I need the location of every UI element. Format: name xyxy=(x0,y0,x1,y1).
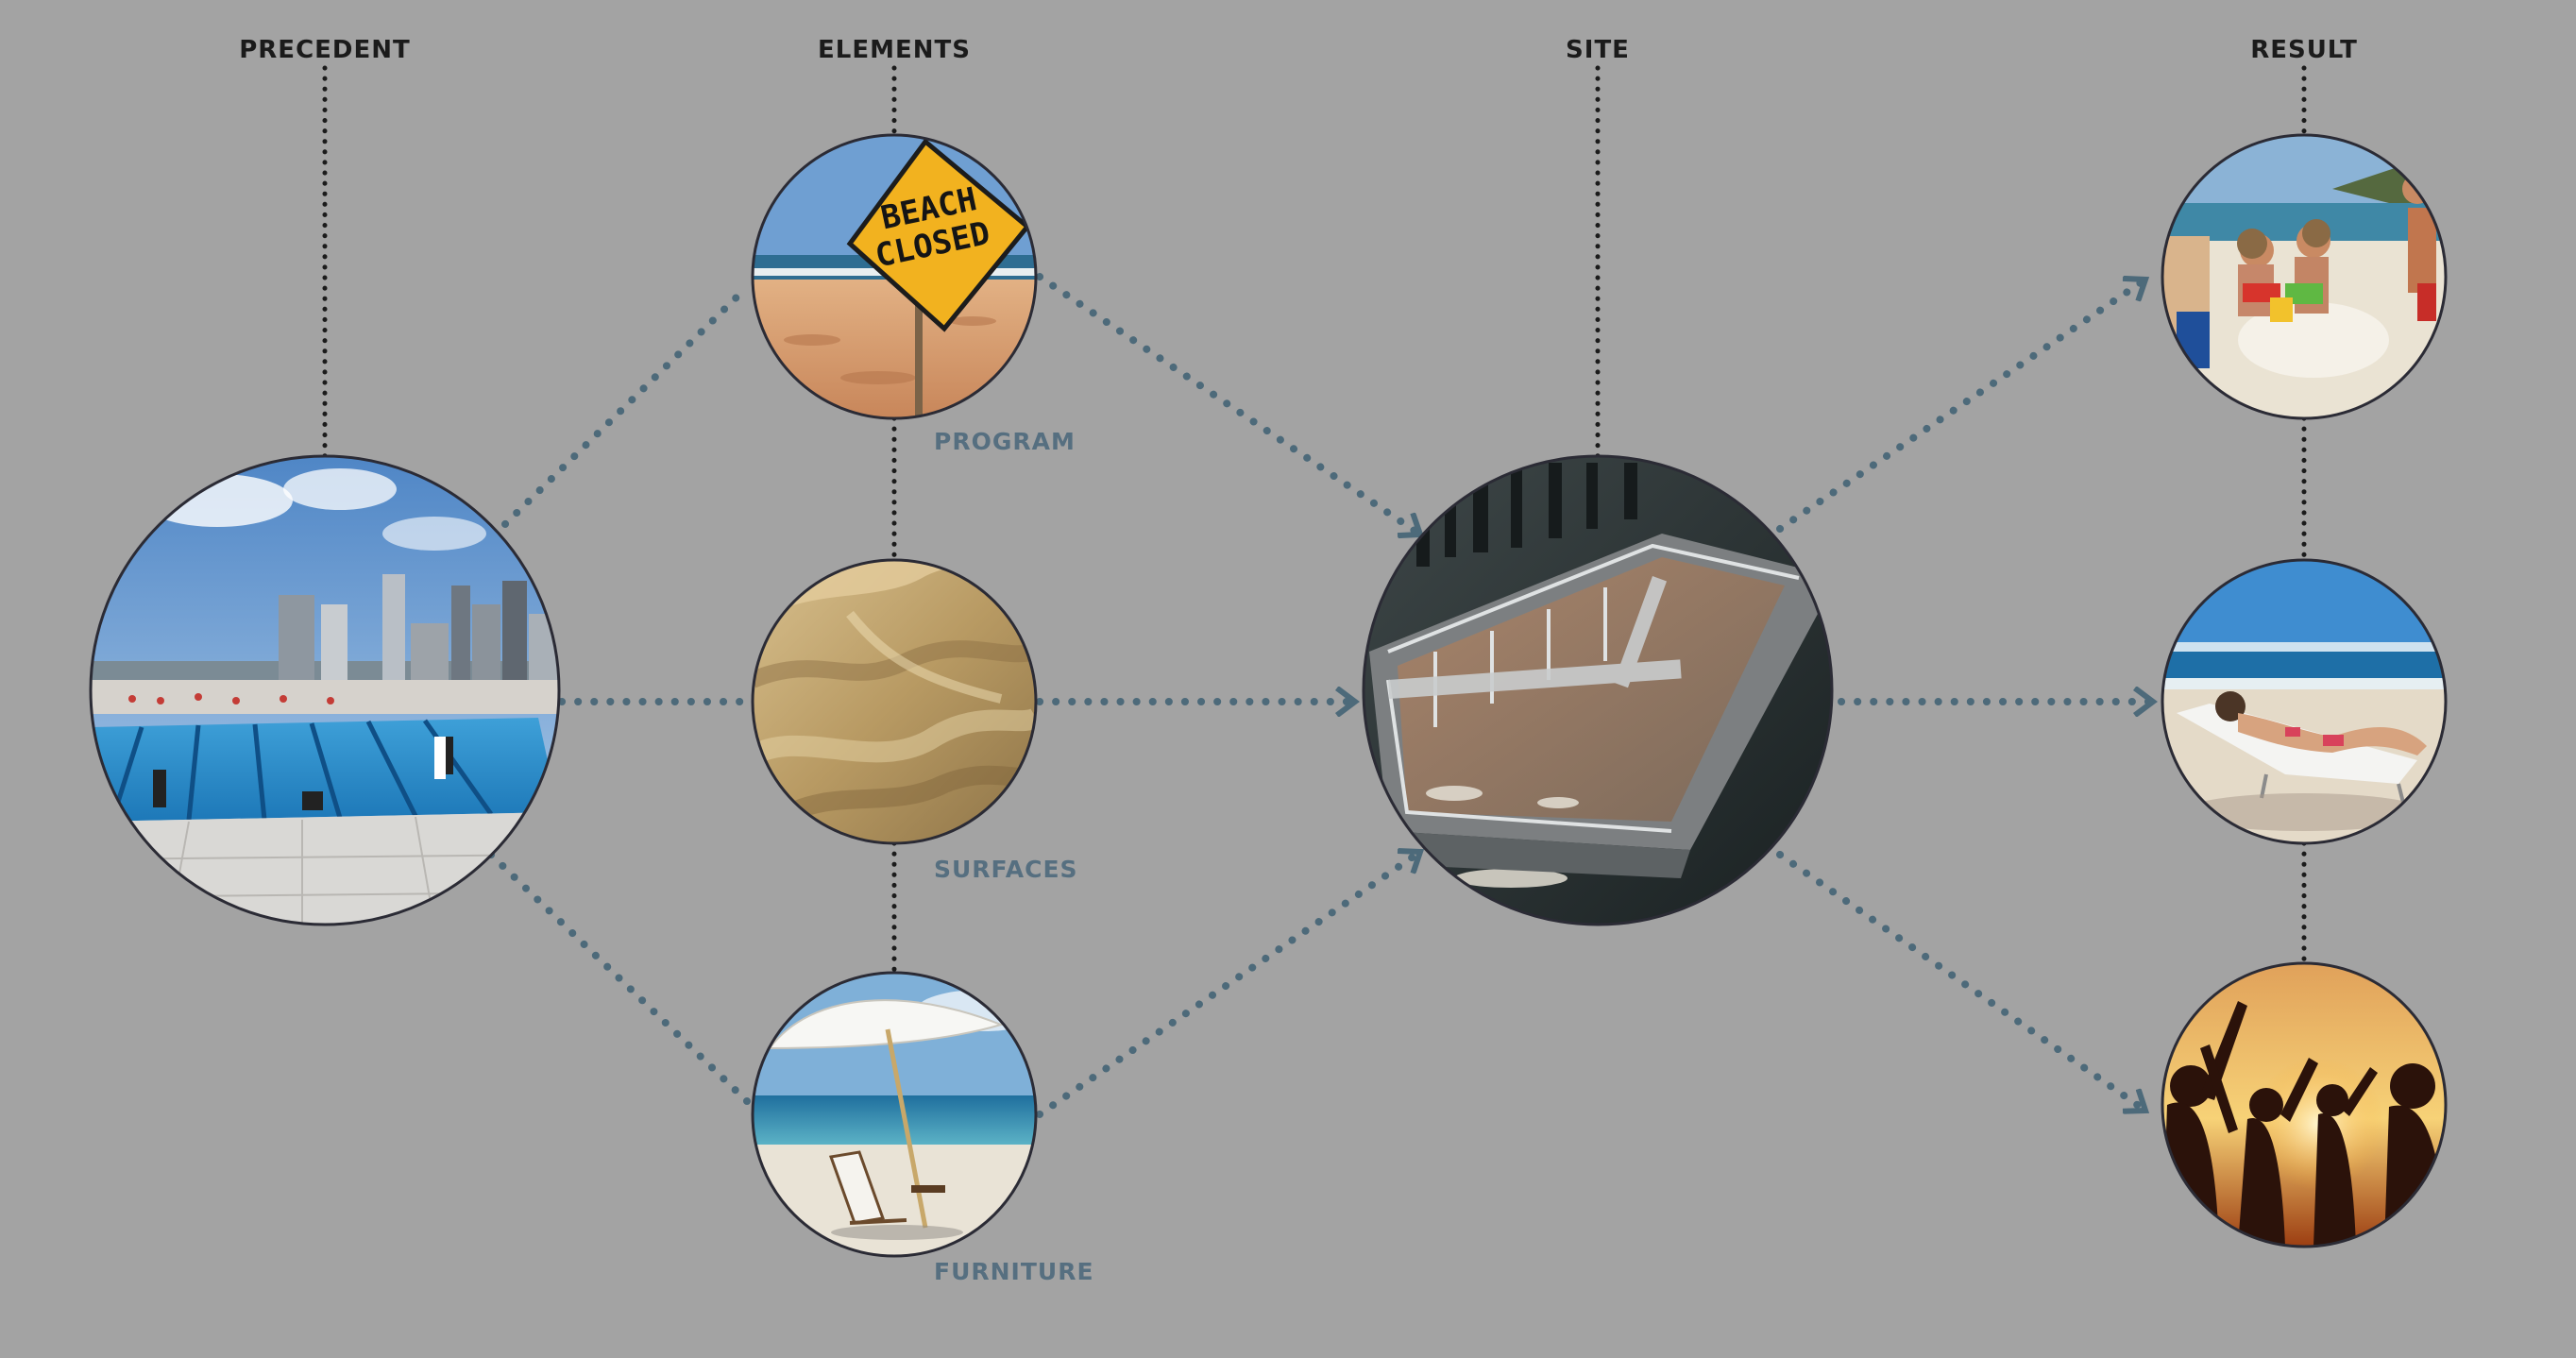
column-title-precedent: PRECEDENT xyxy=(239,36,411,64)
surfaces-circle-border xyxy=(751,558,1038,845)
result-image-children-sandcastle xyxy=(2162,135,2446,418)
flow-connectors xyxy=(487,273,2153,1118)
result-image-sunset-dancing xyxy=(2162,963,2446,1247)
column-title-site: SITE xyxy=(1566,36,1630,64)
result-3-circle-border xyxy=(2161,961,2448,1248)
surfaces-image-sand xyxy=(753,560,1036,843)
precedent-circle-border xyxy=(89,454,561,926)
column-title-elements: ELEMENTS xyxy=(818,36,971,64)
flow-furniture-to-site xyxy=(1036,848,1420,1118)
result-image-sunbathing xyxy=(2162,560,2446,843)
flow-precedent-to-furniture xyxy=(487,851,752,1106)
flow-site-to-result-1 xyxy=(1776,280,2145,533)
vertical-connectors xyxy=(322,65,2307,976)
element-label-program: PROGRAM xyxy=(934,428,1076,455)
element-label-furniture: FURNITURE xyxy=(934,1258,1094,1285)
element-label-surfaces: SURFACES xyxy=(934,856,1078,883)
flow-site-to-result-3 xyxy=(1776,851,2145,1114)
site-image-barge xyxy=(1364,456,1832,925)
program-image-beach-closed-sign: BEACH CLOSED xyxy=(753,135,1036,418)
furniture-image-umbrella-chair xyxy=(753,973,1036,1256)
result-1-circle-border xyxy=(2161,133,2448,420)
result-2-circle-border xyxy=(2161,558,2448,845)
precedent-image-pool-skyline xyxy=(91,456,559,925)
furniture-circle-border xyxy=(751,971,1038,1258)
column-title-result: RESULT xyxy=(2250,36,2358,64)
site-circle-border xyxy=(1362,454,1834,926)
program-circle-border xyxy=(751,133,1038,420)
flow-program-to-site xyxy=(1036,273,1420,535)
flow-precedent-to-program xyxy=(501,284,750,528)
